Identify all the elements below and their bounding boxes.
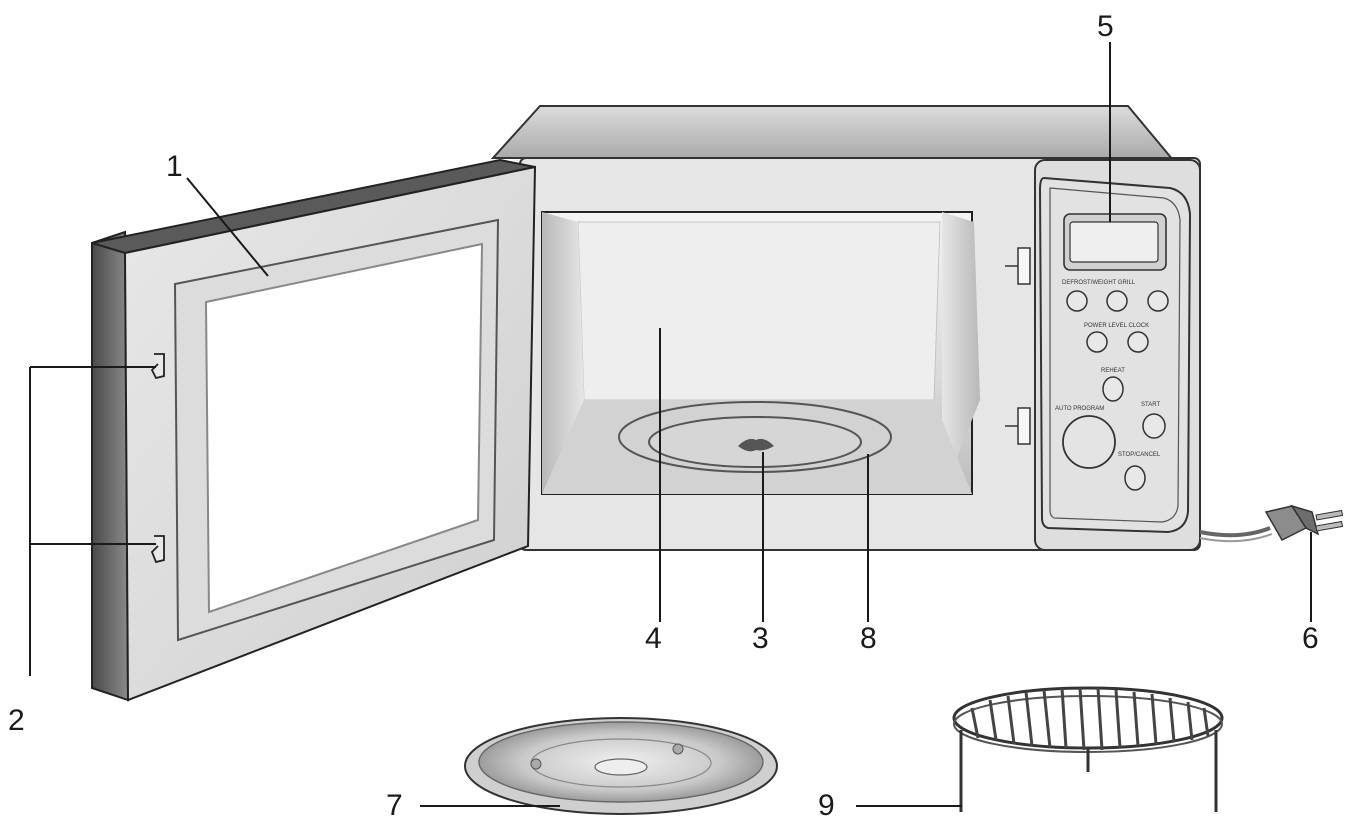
callout-9: 9 [818,789,835,822]
callout-2: 2 [8,704,25,737]
callout-1: 1 [166,150,183,183]
panel-row1-label: DEFROST/WEIGHT GRILL [1062,280,1136,286]
display-screen [1069,221,1159,263]
weight-button[interactable] [1106,290,1128,312]
panel-row3-label: REHEAT [1101,368,1125,374]
latch-slot-top [1017,247,1031,285]
program-label: AUTO PROGRAM [1055,406,1104,412]
door-hook-bottom [150,535,165,564]
stop-button[interactable] [1124,465,1146,491]
callout-5: 5 [1097,10,1114,43]
panel-row2-label: POWER LEVEL CLOCK [1084,323,1149,329]
reheat-button[interactable] [1102,376,1124,402]
power-level-button[interactable] [1086,331,1108,353]
grill-rack [952,686,1224,812]
coupler [738,438,774,452]
defrost-button[interactable] [1066,290,1088,312]
start-label: START [1141,402,1160,408]
callout-7: 7 [386,789,403,822]
door-window [204,242,484,614]
door [91,158,537,702]
control-panel: DEFROST/WEIGHT GRILL POWER LEVEL CLOCK R… [1038,176,1192,534]
stop-label: STOP/CANCEL [1118,452,1161,458]
callout-8: 8 [860,622,877,655]
callout-3: 3 [752,622,769,655]
start-button[interactable] [1142,413,1166,439]
roller-ring [618,401,892,473]
door-hook-top [150,353,165,380]
grill-button[interactable] [1147,290,1169,312]
power-cord [1199,504,1344,543]
leader-lines [29,42,1312,807]
latch-slot-bottom [1017,407,1031,445]
program-dial[interactable] [1062,415,1116,469]
callout-6: 6 [1302,622,1319,655]
glass-tray [464,717,778,815]
callout-4: 4 [645,622,662,655]
clock-button[interactable] [1127,331,1149,353]
callouts: 1 2 3 4 5 6 7 8 9 [8,10,1319,822]
